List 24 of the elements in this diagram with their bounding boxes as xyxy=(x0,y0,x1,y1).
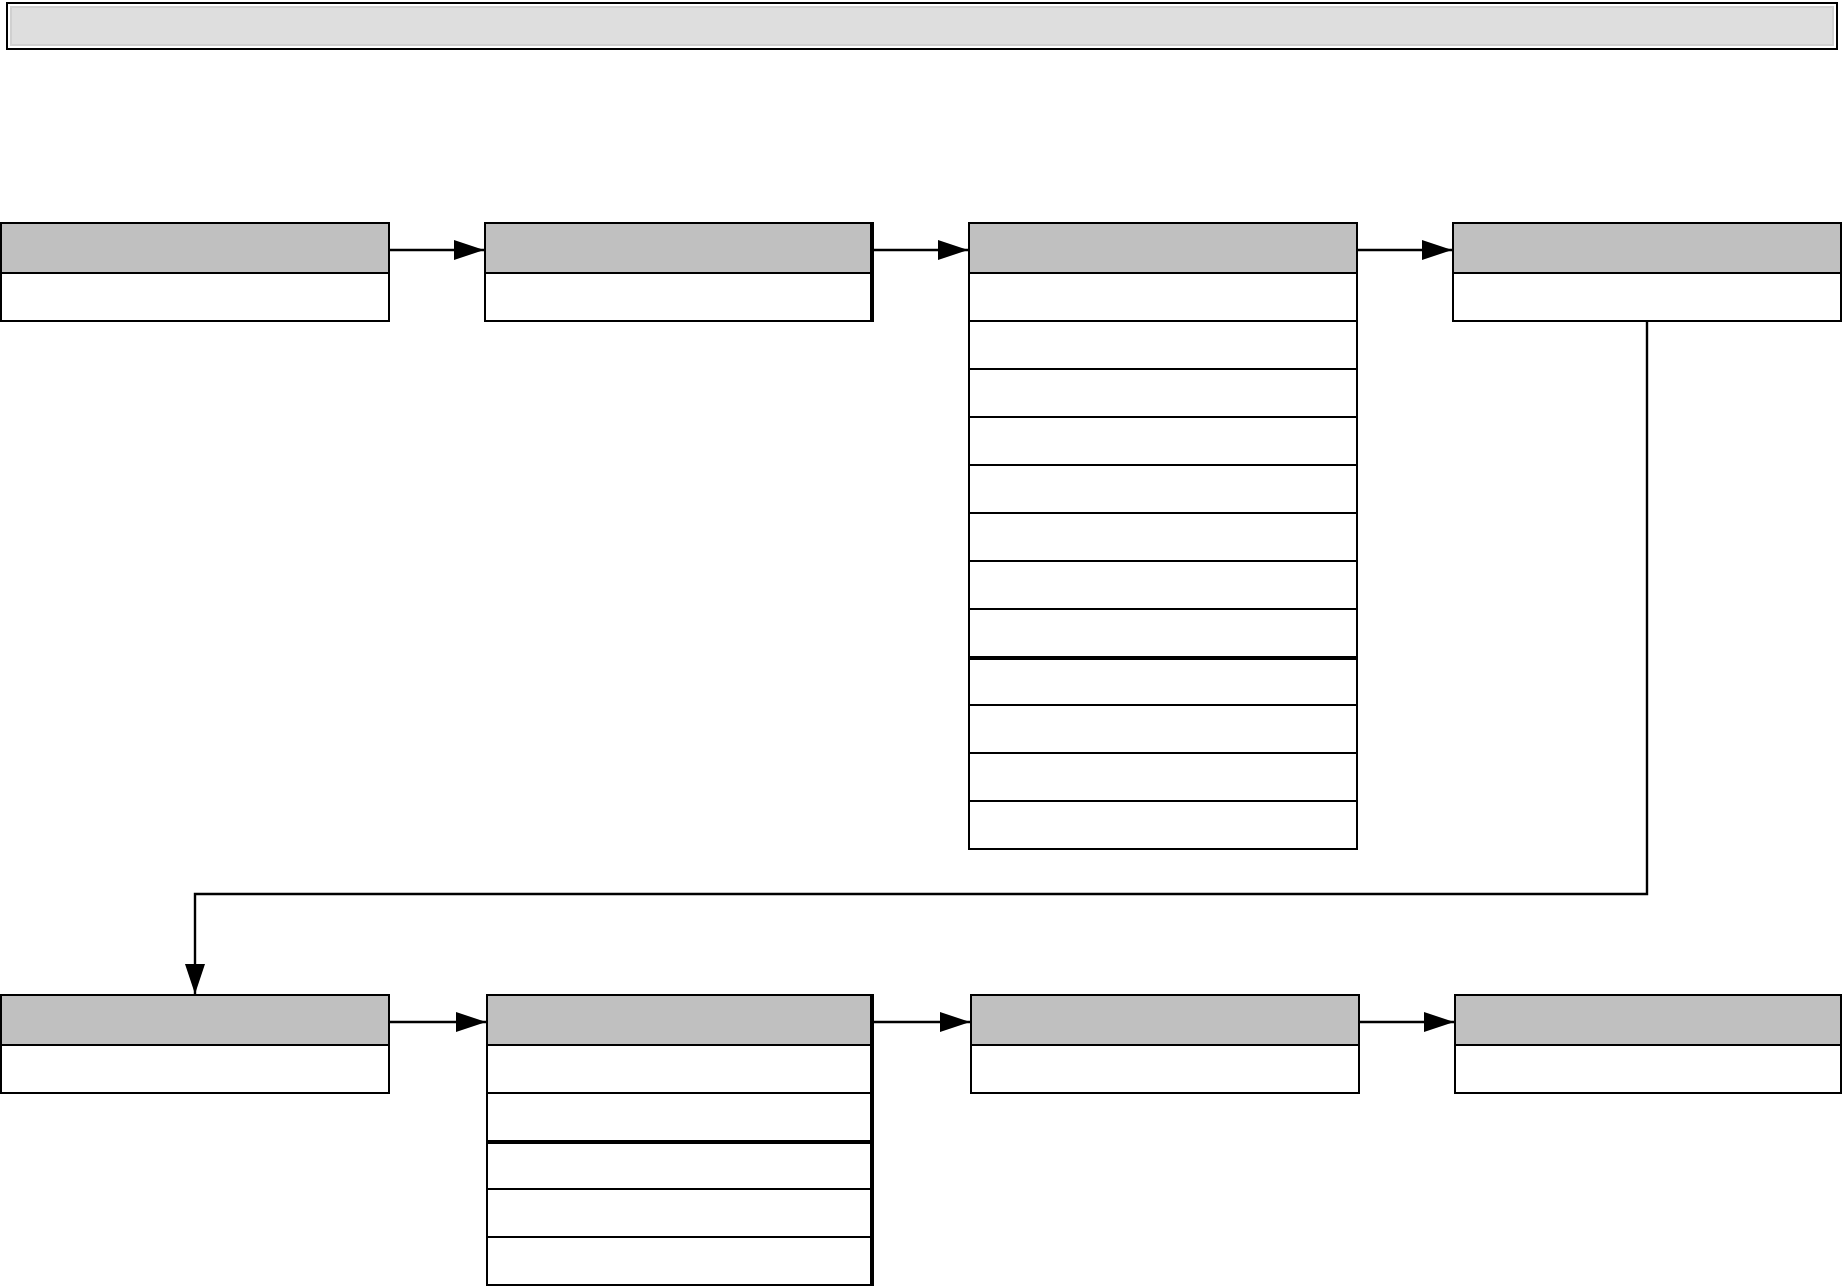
table-header xyxy=(486,224,870,272)
arrow xyxy=(1358,240,1452,260)
entity-table xyxy=(486,994,874,1286)
table-header xyxy=(970,224,1356,272)
entity-table xyxy=(968,222,1358,850)
entity-table xyxy=(1452,222,1842,322)
arrow xyxy=(390,1012,486,1032)
entity-table xyxy=(484,222,874,322)
title-bar xyxy=(6,2,1838,50)
table-header xyxy=(488,996,870,1044)
table-header xyxy=(972,996,1358,1044)
arrow xyxy=(874,1012,970,1032)
table-header xyxy=(2,996,388,1044)
arrow xyxy=(185,322,1649,994)
entity-table xyxy=(0,994,390,1094)
table-header xyxy=(1454,224,1840,272)
arrow xyxy=(390,240,484,260)
entity-table xyxy=(970,994,1360,1094)
arrow xyxy=(874,240,968,260)
table-header xyxy=(1456,996,1840,1044)
arrow xyxy=(1360,1012,1454,1032)
entity-table xyxy=(0,222,390,322)
table-header xyxy=(2,224,388,272)
entity-table xyxy=(1454,994,1842,1094)
